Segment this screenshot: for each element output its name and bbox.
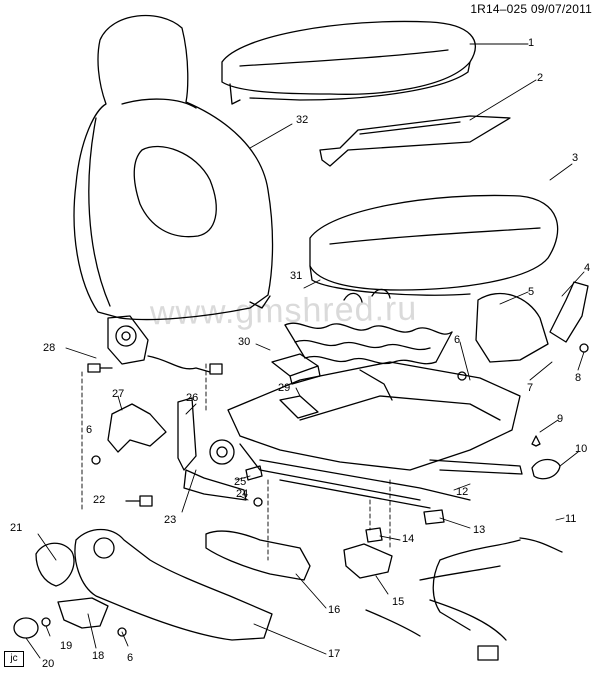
- callout-28: 28: [43, 342, 56, 354]
- cover-15: [343, 543, 393, 579]
- callout-32: 32: [296, 114, 309, 126]
- callout-31: 31: [290, 270, 303, 282]
- callout-20: 20: [42, 658, 55, 670]
- callout-1: 1: [528, 37, 535, 49]
- pin-25: [245, 465, 263, 481]
- callout-25: 25: [234, 476, 247, 488]
- bracket-30: [271, 353, 321, 385]
- leader-lines: [25, 43, 585, 659]
- clip-14: [365, 527, 383, 543]
- shield-hole: [93, 537, 115, 559]
- cushion-pad: [309, 194, 559, 296]
- callout-30: 30: [238, 336, 251, 348]
- callout-9: 9: [557, 413, 564, 425]
- callout-23: 23: [164, 514, 177, 526]
- callout-24: 24: [236, 488, 249, 500]
- knob-10: [531, 458, 561, 480]
- alignment-lines: [81, 363, 391, 561]
- callout-26: 26: [186, 392, 199, 404]
- bolt-24: [253, 497, 263, 507]
- nut-6b: [91, 455, 101, 465]
- callout-18: 18: [92, 650, 105, 662]
- trim-panel-5: [475, 292, 549, 363]
- screw-19: [41, 617, 51, 627]
- callout-27: 27: [112, 388, 125, 400]
- callout-10: 10: [575, 443, 588, 455]
- callout-17: 17: [328, 648, 341, 660]
- seat-springs: [284, 288, 453, 365]
- callout-6a: 6: [454, 334, 461, 346]
- callout-2: 2: [537, 72, 544, 84]
- seat-back: [73, 14, 274, 321]
- callout-14: 14: [402, 533, 415, 545]
- callout-21: 21: [10, 522, 23, 534]
- screw-9: [531, 435, 541, 447]
- callout-16: 16: [328, 604, 341, 616]
- nut-6a: [457, 371, 467, 381]
- cushion-cover: [221, 20, 476, 105]
- callout-15: 15: [392, 596, 405, 608]
- connector: [477, 645, 499, 661]
- callout-8: 8: [575, 372, 582, 384]
- callout-4: 4: [584, 262, 591, 274]
- handle-18: [57, 597, 109, 629]
- callout-13: 13: [473, 524, 486, 536]
- adjuster-lever: [177, 397, 247, 501]
- callout-22: 22: [93, 494, 106, 506]
- bracket-27: [107, 403, 167, 453]
- outer-shield-17: [74, 528, 273, 641]
- corner-tag: jc: [4, 651, 24, 667]
- side-panel: [319, 115, 511, 167]
- knob-21: [35, 542, 75, 587]
- callout-7: 7: [527, 382, 534, 394]
- callout-6b: 6: [86, 424, 93, 436]
- seat-frame: [227, 361, 523, 509]
- screw-8: [579, 343, 589, 353]
- callout-12: 12: [456, 486, 469, 498]
- clip-13: [423, 509, 445, 525]
- wire-harness: [365, 537, 563, 641]
- cap-20: [13, 617, 39, 639]
- callout-11: 11: [565, 513, 577, 525]
- bolt-28: [87, 363, 113, 373]
- callout-3: 3: [572, 152, 579, 164]
- callout-6c: 6: [127, 652, 134, 664]
- handle-4: [549, 281, 589, 343]
- callout-19: 19: [60, 640, 73, 652]
- drawing-code: 1R14–025 09/07/2011: [470, 2, 592, 16]
- bracket-29: [279, 395, 319, 419]
- side-cover-16: [205, 530, 311, 581]
- callout-29: 29: [278, 382, 291, 394]
- nut-6c: [117, 627, 127, 637]
- recliner-hinge: [107, 315, 223, 375]
- callout-5: 5: [528, 286, 535, 298]
